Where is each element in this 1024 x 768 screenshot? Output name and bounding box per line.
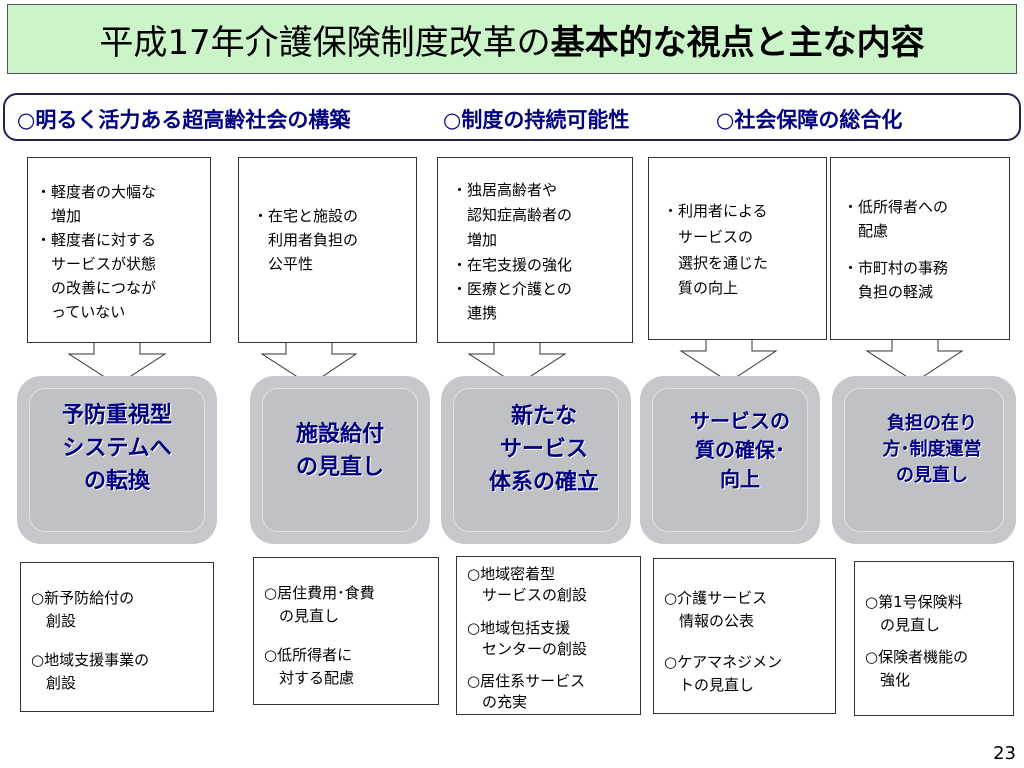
measure-line: の転換	[83, 469, 150, 494]
issue-line: ・独居高齢者や	[452, 181, 558, 199]
content-line: ○介護サービス	[664, 589, 768, 607]
content-box-2: ○居住費用･食費 の見直し ○低所得者に 対する配慮	[253, 557, 439, 705]
content-line: ○居住系サービス	[467, 672, 586, 690]
content-line: の見直し	[865, 616, 941, 634]
content-line: センターの創設	[467, 640, 588, 658]
issue-line: 増加	[36, 207, 82, 225]
viewpoints-banner: ○明るく活力ある超高齢社会の構築 ○制度の持続可能性 ○社会保障の総合化	[3, 93, 1021, 141]
content-line: ○地域支援事業の	[31, 651, 150, 669]
issue-line: 負担の軽減	[843, 283, 934, 301]
measure-line: の見直し	[896, 465, 968, 486]
content-line: 対する配慮	[264, 669, 355, 687]
content-line: ○居住費用･食費	[264, 584, 375, 602]
issue-line: ・低所得者への	[843, 198, 949, 216]
content-box-3: ○地域密着型 サービスの創設 ○地域包括支援 センターの創設 ○居住系サービス …	[456, 556, 641, 715]
content-line: 創設	[31, 612, 77, 630]
content-line: ○新予防給付の	[31, 589, 135, 607]
measure-label-3: 新たな サービス 体系の確立	[441, 400, 647, 499]
title-normal: 平成17年介護保険制度改革の	[99, 22, 551, 63]
measure-line: の見直し	[295, 455, 384, 480]
viewpoint-1: ○明るく活力ある超高齢社会の構築	[17, 108, 351, 132]
issue-line: 配慮	[843, 222, 889, 240]
issue-box-4: ・利用者による サービスの 選択を通じた 質の向上	[648, 157, 827, 340]
measure-line: 予防重視型	[61, 403, 172, 428]
content-line: 創設	[31, 674, 77, 692]
issue-line: ・在宅支援の強化	[452, 256, 573, 274]
measure-line: 質の確保･	[695, 438, 785, 462]
slide-title: 平成17年介護保険制度改革の基本的な視点と主な内容	[7, 4, 1017, 74]
content-line: 情報の公表	[664, 612, 755, 630]
issue-line: の改善につなが	[36, 279, 157, 297]
issue-box-1: ・軽度者の大幅な 増加 ・軽度者に対する サービスが状態 の改善につなが ってい…	[27, 157, 211, 343]
page-number: 23	[993, 743, 1016, 764]
issue-box-2: ・在宅と施設の 利用者負担の 公平性	[238, 157, 417, 343]
measure-line: サービス	[499, 437, 588, 462]
issue-box-3: ・独居高齢者や 認知症高齢者の 増加 ・在宅支援の強化 ・医療と介護との 連携	[437, 157, 633, 343]
issue-line: ・市町村の事務	[843, 259, 949, 277]
measure-block-5	[832, 376, 1016, 544]
content-line: ○ケアマネジメン	[664, 653, 783, 671]
viewpoint-2: ○制度の持続可能性	[443, 108, 630, 132]
issue-line: 認知症高齢者の	[452, 206, 573, 224]
content-box-5: ○第1号保険料 の見直し ○保険者機能の 強化	[854, 561, 1014, 716]
content-line: ○第1号保険料	[865, 593, 963, 611]
issue-line: 利用者負担の	[253, 231, 359, 249]
measure-label-2: 施設給付 の見直し	[250, 418, 430, 484]
content-box-1: ○新予防給付の 創設 ○地域支援事業の 創設	[20, 562, 214, 712]
issue-line: 公平性	[253, 255, 314, 273]
content-line: トの見直し	[664, 676, 755, 694]
issue-line: 増加	[452, 231, 498, 249]
content-line: ○保険者機能の	[865, 648, 969, 666]
measure-label-5: 負担の在り 方･制度運営 の見直し	[832, 411, 1024, 489]
content-box-4: ○介護サービス 情報の公表 ○ケアマネジメン トの見直し	[653, 558, 836, 714]
issue-line: ・軽度者の大幅な	[36, 183, 157, 201]
issue-line: 質の向上	[663, 279, 739, 297]
content-line: ○地域包括支援	[467, 619, 571, 637]
issue-line: 連携	[452, 304, 498, 322]
content-line: の充実	[467, 693, 528, 711]
measure-line: 負担の在り	[887, 413, 977, 434]
issue-line: サービスの	[663, 228, 754, 246]
issue-box-5: ・低所得者への 配慮 ・市町村の事務 負担の軽減	[830, 157, 1010, 340]
content-line: サービスの創設	[467, 586, 588, 604]
measure-label-4: サービスの 質の確保･ 向上	[640, 407, 840, 494]
title-bold: 基本的な視点と主な内容	[550, 22, 925, 63]
measure-block-3	[441, 376, 631, 544]
measure-line: 向上	[720, 467, 760, 491]
content-line: ○低所得者に	[264, 646, 353, 664]
measure-line: 体系の確立	[488, 470, 599, 495]
measure-block-1	[17, 376, 217, 544]
viewpoint-3: ○社会保障の総合化	[716, 108, 903, 132]
issue-line: サービスが状態	[36, 255, 157, 273]
measure-line: 方･制度運営	[882, 439, 982, 460]
measure-line: 施設給付	[295, 422, 384, 447]
issue-line: 選択を通じた	[663, 254, 769, 272]
issue-line: ・軽度者に対する	[36, 231, 157, 249]
content-line: 強化	[865, 671, 911, 689]
measure-line: サービスの	[690, 409, 790, 433]
measure-block-2	[250, 376, 430, 544]
issue-line: ・在宅と施設の	[253, 207, 359, 225]
issue-line: ・医療と介護との	[452, 280, 572, 298]
issue-line: っていない	[36, 303, 126, 321]
content-line: ○地域密着型	[467, 565, 556, 583]
measure-line: 新たな	[510, 404, 577, 429]
issue-line: ・利用者による	[663, 202, 768, 220]
measure-block-4	[640, 376, 820, 544]
measure-label-1: 予防重視型 システムへ の転換	[17, 399, 217, 498]
measure-line: システムへ	[62, 436, 172, 461]
content-line: の見直し	[264, 607, 340, 625]
